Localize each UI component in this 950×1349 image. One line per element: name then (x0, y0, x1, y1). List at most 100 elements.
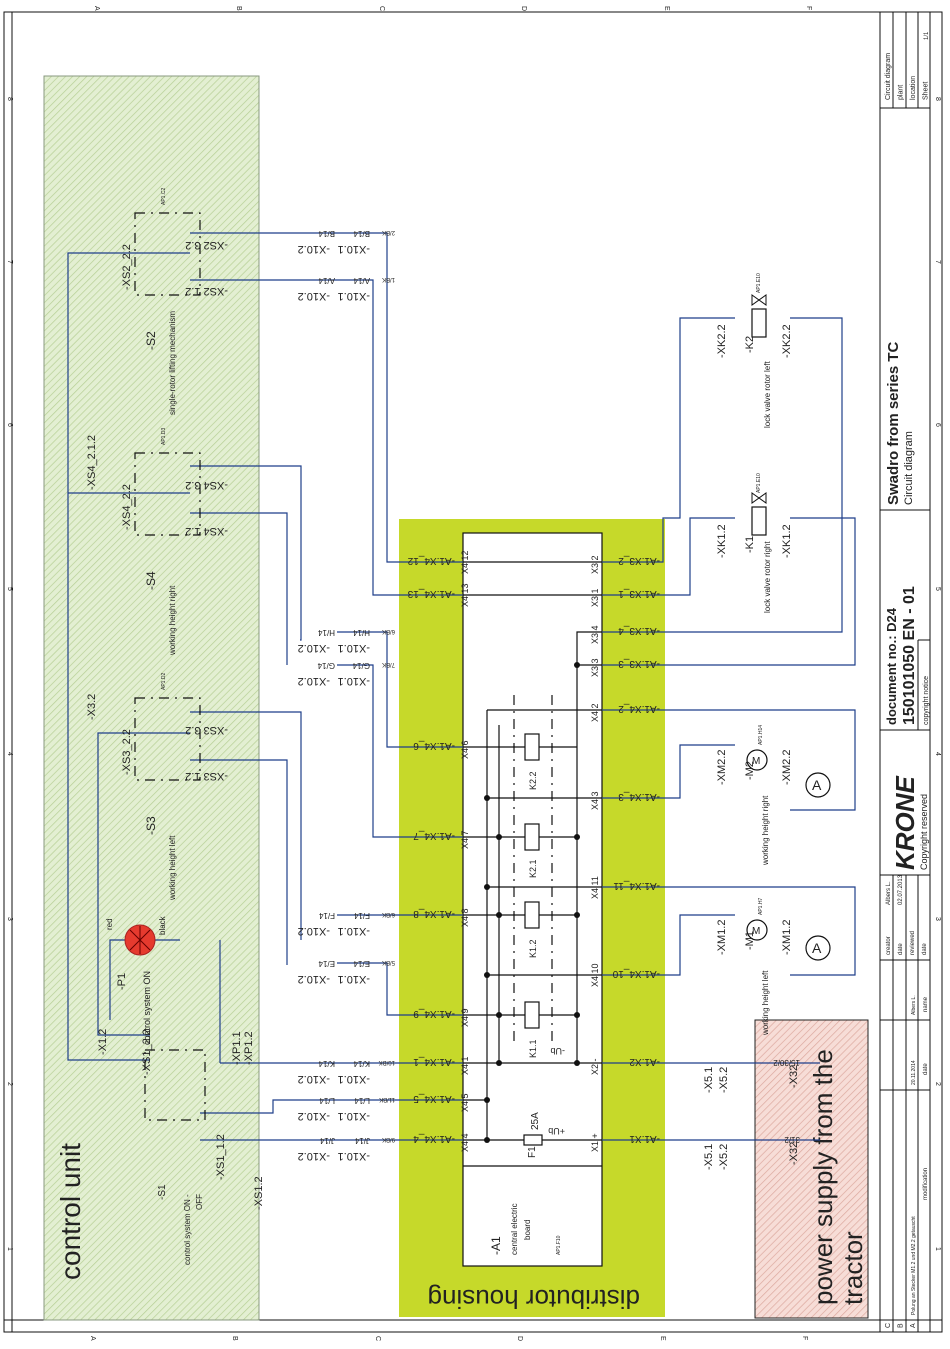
motor-plug: -XM1.2 (716, 920, 728, 955)
switch-description: working height right (168, 585, 177, 656)
supply-plus: +Ub (548, 1126, 565, 1136)
motor-description: working height left (761, 970, 770, 1036)
column-label: E (659, 1336, 666, 1341)
switch-ref: AP1.D3 (161, 428, 167, 445)
row-label: 3 (6, 917, 13, 921)
wire-label: 6/BK (382, 628, 395, 634)
wire-label: 2/BK (382, 229, 395, 235)
document-title: Swadro from series TC (885, 341, 902, 505)
terminal-label: -A1.X4_6 (413, 740, 455, 751)
terminal-label: -A1.X4_10 (612, 968, 660, 979)
junction-dot (574, 912, 580, 918)
motor-id: -M2 (744, 761, 756, 780)
switch-description: single-rotor lifting mechanism (168, 311, 177, 415)
lamp-minus: black (158, 915, 167, 935)
relay-coil-k2-2 (524, 733, 540, 761)
terminal-pin: X3 2 (590, 555, 600, 574)
connector-x10-1: -X10.1 (338, 973, 370, 985)
relay-label: K1.2 (528, 939, 538, 958)
connector-x3-2: -X3.2 (86, 694, 98, 720)
modification-header: modification (923, 1168, 929, 1200)
motor-m1: M (746, 919, 768, 941)
connector-pin: A/14 (318, 276, 335, 285)
motor-id: -M1 (744, 931, 756, 950)
switch-pin-1: -XS4 1.2 (185, 525, 228, 537)
connector-pin: L/14 (319, 1096, 335, 1105)
column-label: F (805, 6, 812, 10)
relay-label: K2.2 (528, 771, 538, 790)
junction-dot (574, 662, 580, 668)
junction-dot (484, 795, 490, 801)
row-label: 1 (934, 1247, 941, 1251)
terminal-pin: X4 2 (590, 703, 600, 722)
title-field: Circuit diagram (885, 53, 892, 100)
wire-label: 11/BK (379, 1096, 395, 1102)
connector-pin: J/14 (354, 1136, 370, 1145)
switch-pin-1: -XS3 1.2 (185, 770, 228, 782)
junction-dot (484, 1097, 490, 1103)
connector-x10-2: -X10.2 (298, 243, 330, 255)
switch-ref: AP1.D2 (161, 673, 167, 690)
valve-ref: AP1.E10 (756, 473, 762, 493)
connector-pin: K/14 (318, 1059, 335, 1068)
lamp-plug: -XP1.2 (243, 1031, 255, 1065)
terminal-label: -A1.X1 (629, 1133, 660, 1144)
switch-id: -S4 (144, 571, 158, 590)
junction-dot (484, 1137, 490, 1143)
connector-x10-2: -X10.2 (298, 925, 330, 937)
connector-x10-1: -X10.1 (338, 1073, 370, 1085)
row-label: 2 (934, 1082, 941, 1086)
connector-x10-1: -X10.1 (338, 243, 370, 255)
connector-x10-2: -X10.2 (298, 1150, 330, 1162)
lamp-id: -P1 (116, 973, 128, 990)
row-label: 5 (6, 587, 13, 591)
column-label: D (516, 1336, 523, 1341)
valve-plug: -XK2.2 (781, 324, 793, 358)
connector-x10-2: -X10.2 (298, 642, 330, 654)
connector-x10-1: -X10.1 (338, 290, 370, 302)
switch-plug: -XS2_2.2 (121, 244, 133, 290)
row-label: 4 (6, 752, 13, 756)
wire-label: 7/BK (382, 661, 395, 667)
terminal-label: -A1.X3_3 (618, 658, 660, 669)
column-label: C (374, 1336, 381, 1341)
connector-xs4-2-1-2: -XS4_2.1.2 (86, 435, 98, 490)
title-block (879, 12, 930, 1332)
column-label: A (93, 6, 100, 11)
revision-mark-a-m1: A (805, 935, 831, 961)
fuse-rating: 25A (530, 1112, 541, 1130)
creator-label: creator (886, 936, 892, 955)
revision-text: Polung an Stecker M1.2 und M2.2 getausch… (911, 1216, 917, 1315)
connector-pin: F/14 (318, 911, 335, 920)
switch-pin-3: -XS2 3.2 (185, 239, 228, 251)
row-label: 1 (6, 1247, 13, 1251)
connector-x10-1: -X10.1 (338, 1110, 370, 1122)
valve-description: lock valve rotor left (763, 361, 772, 428)
junction-dot (496, 1012, 502, 1018)
switch-id: -S3 (144, 816, 158, 835)
relay-coil-k1-1 (524, 1001, 540, 1029)
terminal-label: -A1.X4_4 (413, 1133, 455, 1144)
wire-label: 10/BK (379, 1059, 395, 1065)
board-description: board (523, 1220, 532, 1240)
junction-dot (496, 1060, 502, 1066)
terminal-label: -A1.X4_7 (413, 830, 455, 841)
connector-x5-1: -X5.1 (703, 1067, 715, 1093)
connector-pin: F/14 (353, 911, 370, 920)
motor-ref: AP1.H14 (758, 725, 764, 745)
row-label: 2 (6, 1082, 13, 1086)
terminal-label: -A1.X3_4 (618, 625, 660, 636)
fuse-f1 (523, 1134, 543, 1146)
document-number: 150101050 EN - 01 (901, 586, 918, 725)
motor-description: working height right (761, 795, 770, 866)
row-label: 3 (934, 917, 941, 921)
terminal-label: -A1.X4_1 (413, 1056, 455, 1067)
motor-plug: -XM1.2 (781, 920, 793, 955)
terminal-pin: X2 - (590, 1058, 600, 1075)
power-supply-region (754, 1019, 869, 1319)
terminal-label: -A1.X4_13 (407, 588, 455, 599)
terminal-pin: X4 1 (460, 1056, 470, 1075)
terminal-pin: X4 5 (460, 1093, 470, 1112)
